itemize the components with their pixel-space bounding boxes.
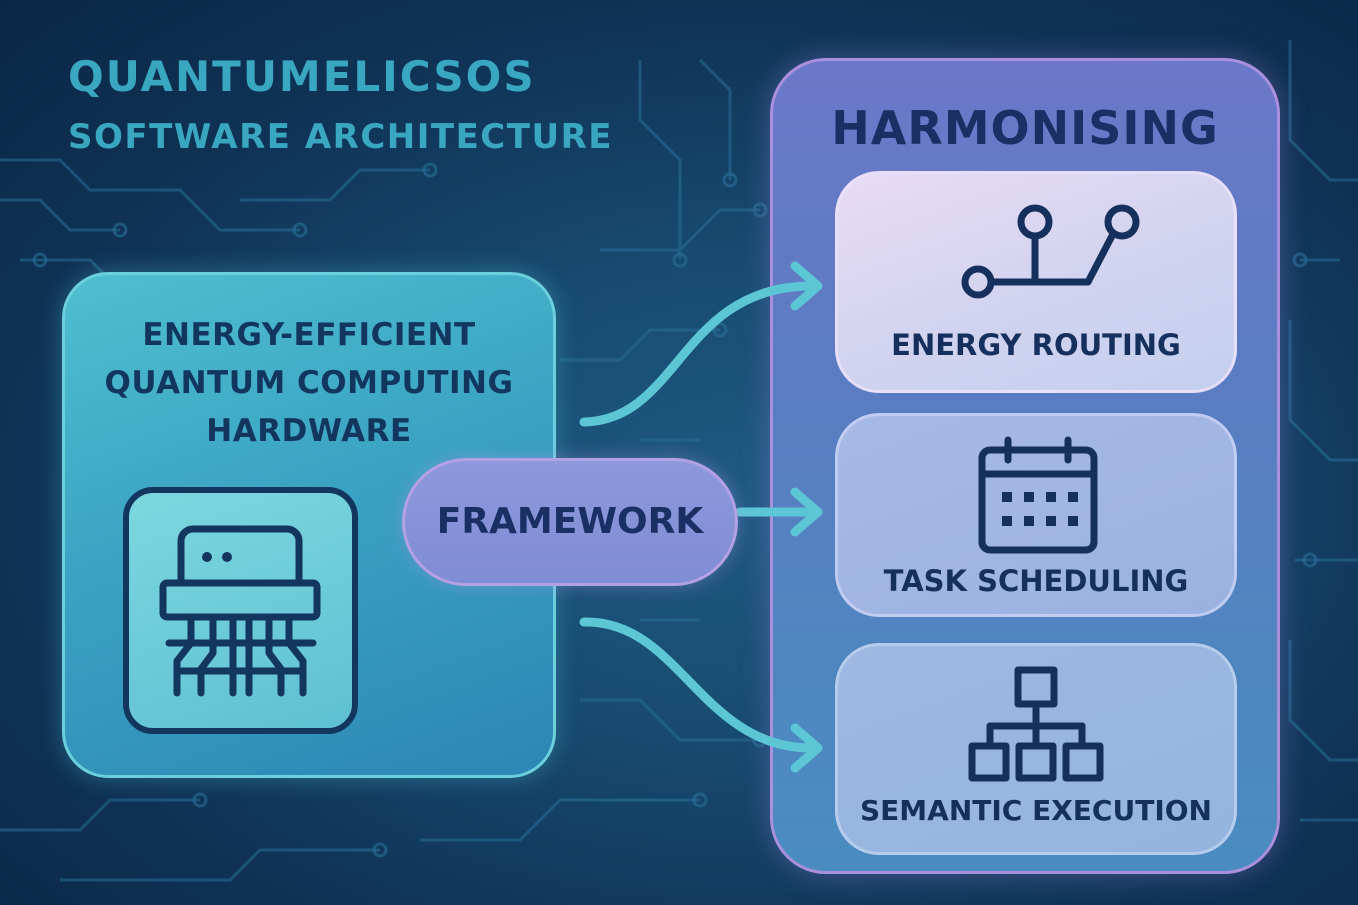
task-scheduling-label: TASK SCHEDULING	[883, 564, 1189, 598]
semantic-execution-card: SEMANTIC EXECUTION	[835, 643, 1237, 855]
hardware-title: ENERGY-EFFICIENT QUANTUM COMPUTING HARDW…	[65, 311, 553, 455]
hardware-title-line: QUANTUM COMPUTING	[104, 365, 514, 401]
energy-routing-card: ENERGY ROUTING	[835, 171, 1237, 393]
framework-pill: FRAMEWORK	[402, 458, 738, 586]
framework-label: FRAMEWORK	[436, 501, 704, 542]
hardware-title-line: HARDWARE	[206, 413, 412, 449]
hierarchy-icon	[968, 666, 1104, 782]
task-scheduling-card: TASK SCHEDULING	[835, 413, 1237, 617]
diagram-subtitle: SOFTWARE ARCHITECTURE	[68, 117, 613, 157]
hardware-title-line: ENERGY-EFFICIENT	[142, 317, 476, 353]
harmonising-title: HARMONISING	[831, 101, 1219, 155]
routing-nodes-icon	[961, 204, 1140, 299]
harmonising-panel: HARMONISING ENERGY ROUTING	[770, 58, 1280, 874]
calendar-icon	[978, 436, 1098, 554]
diagram-title: QUANTUMELICSOS	[68, 52, 536, 101]
energy-routing-label: ENERGY ROUTING	[891, 328, 1181, 362]
quantum-chip-icon	[123, 487, 358, 734]
semantic-execution-label: SEMANTIC EXECUTION	[860, 794, 1212, 827]
